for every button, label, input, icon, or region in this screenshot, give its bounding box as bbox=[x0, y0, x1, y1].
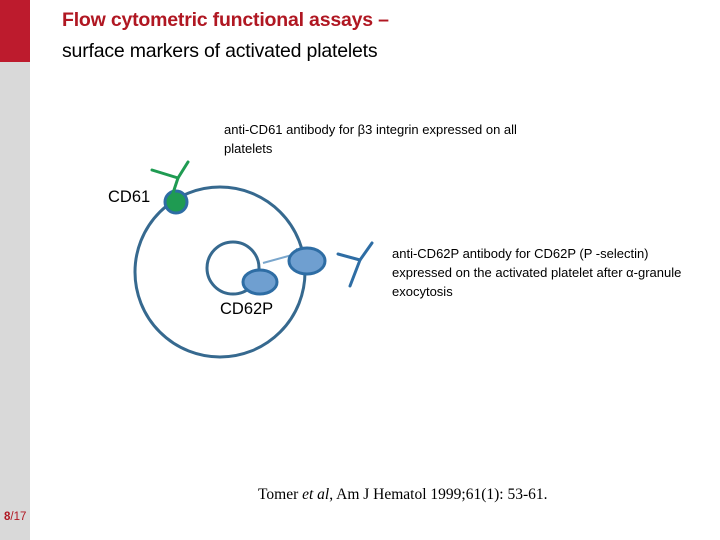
anti-cd62p-antibody-icon bbox=[336, 241, 374, 288]
anti-cd61-antibody-icon bbox=[150, 160, 190, 204]
left-accent-bar-red bbox=[0, 0, 30, 62]
platelet-membrane-circle bbox=[133, 185, 307, 359]
cd61-marker-surface bbox=[163, 189, 189, 215]
cd62p-marker-surface bbox=[287, 246, 327, 276]
citation-author: Tomer bbox=[258, 486, 303, 503]
platelet-diagram bbox=[133, 160, 374, 359]
page-number: 8/17 bbox=[4, 511, 44, 523]
callout-cd62p-text: anti-CD62P antibody for CD62P (P -select… bbox=[392, 246, 682, 299]
citation-etal: et al bbox=[302, 486, 330, 503]
citation: Tomer et al, Am J Hematol 1999;61(1): 53… bbox=[258, 486, 548, 504]
page-subtitle: surface markers of activated platelets bbox=[62, 40, 378, 62]
citation-rest: , Am J Hematol 1999;61(1): 53-61. bbox=[329, 486, 548, 503]
left-accent-bar-gray bbox=[0, 62, 30, 540]
alpha-granule-circle bbox=[205, 240, 261, 296]
page-title: Flow cytometric functional assays – bbox=[62, 9, 389, 31]
cd62p-marker-granule bbox=[241, 268, 279, 296]
diagram-label-cd62p: CD62P bbox=[220, 300, 274, 318]
page-number-current: 8 bbox=[4, 511, 11, 523]
callout-cd61-text: anti-CD61 antibody for β3 integrin expre… bbox=[224, 122, 517, 156]
page-number-total: /17 bbox=[10, 511, 27, 523]
diagram-label-cd61: CD61 bbox=[108, 188, 151, 206]
